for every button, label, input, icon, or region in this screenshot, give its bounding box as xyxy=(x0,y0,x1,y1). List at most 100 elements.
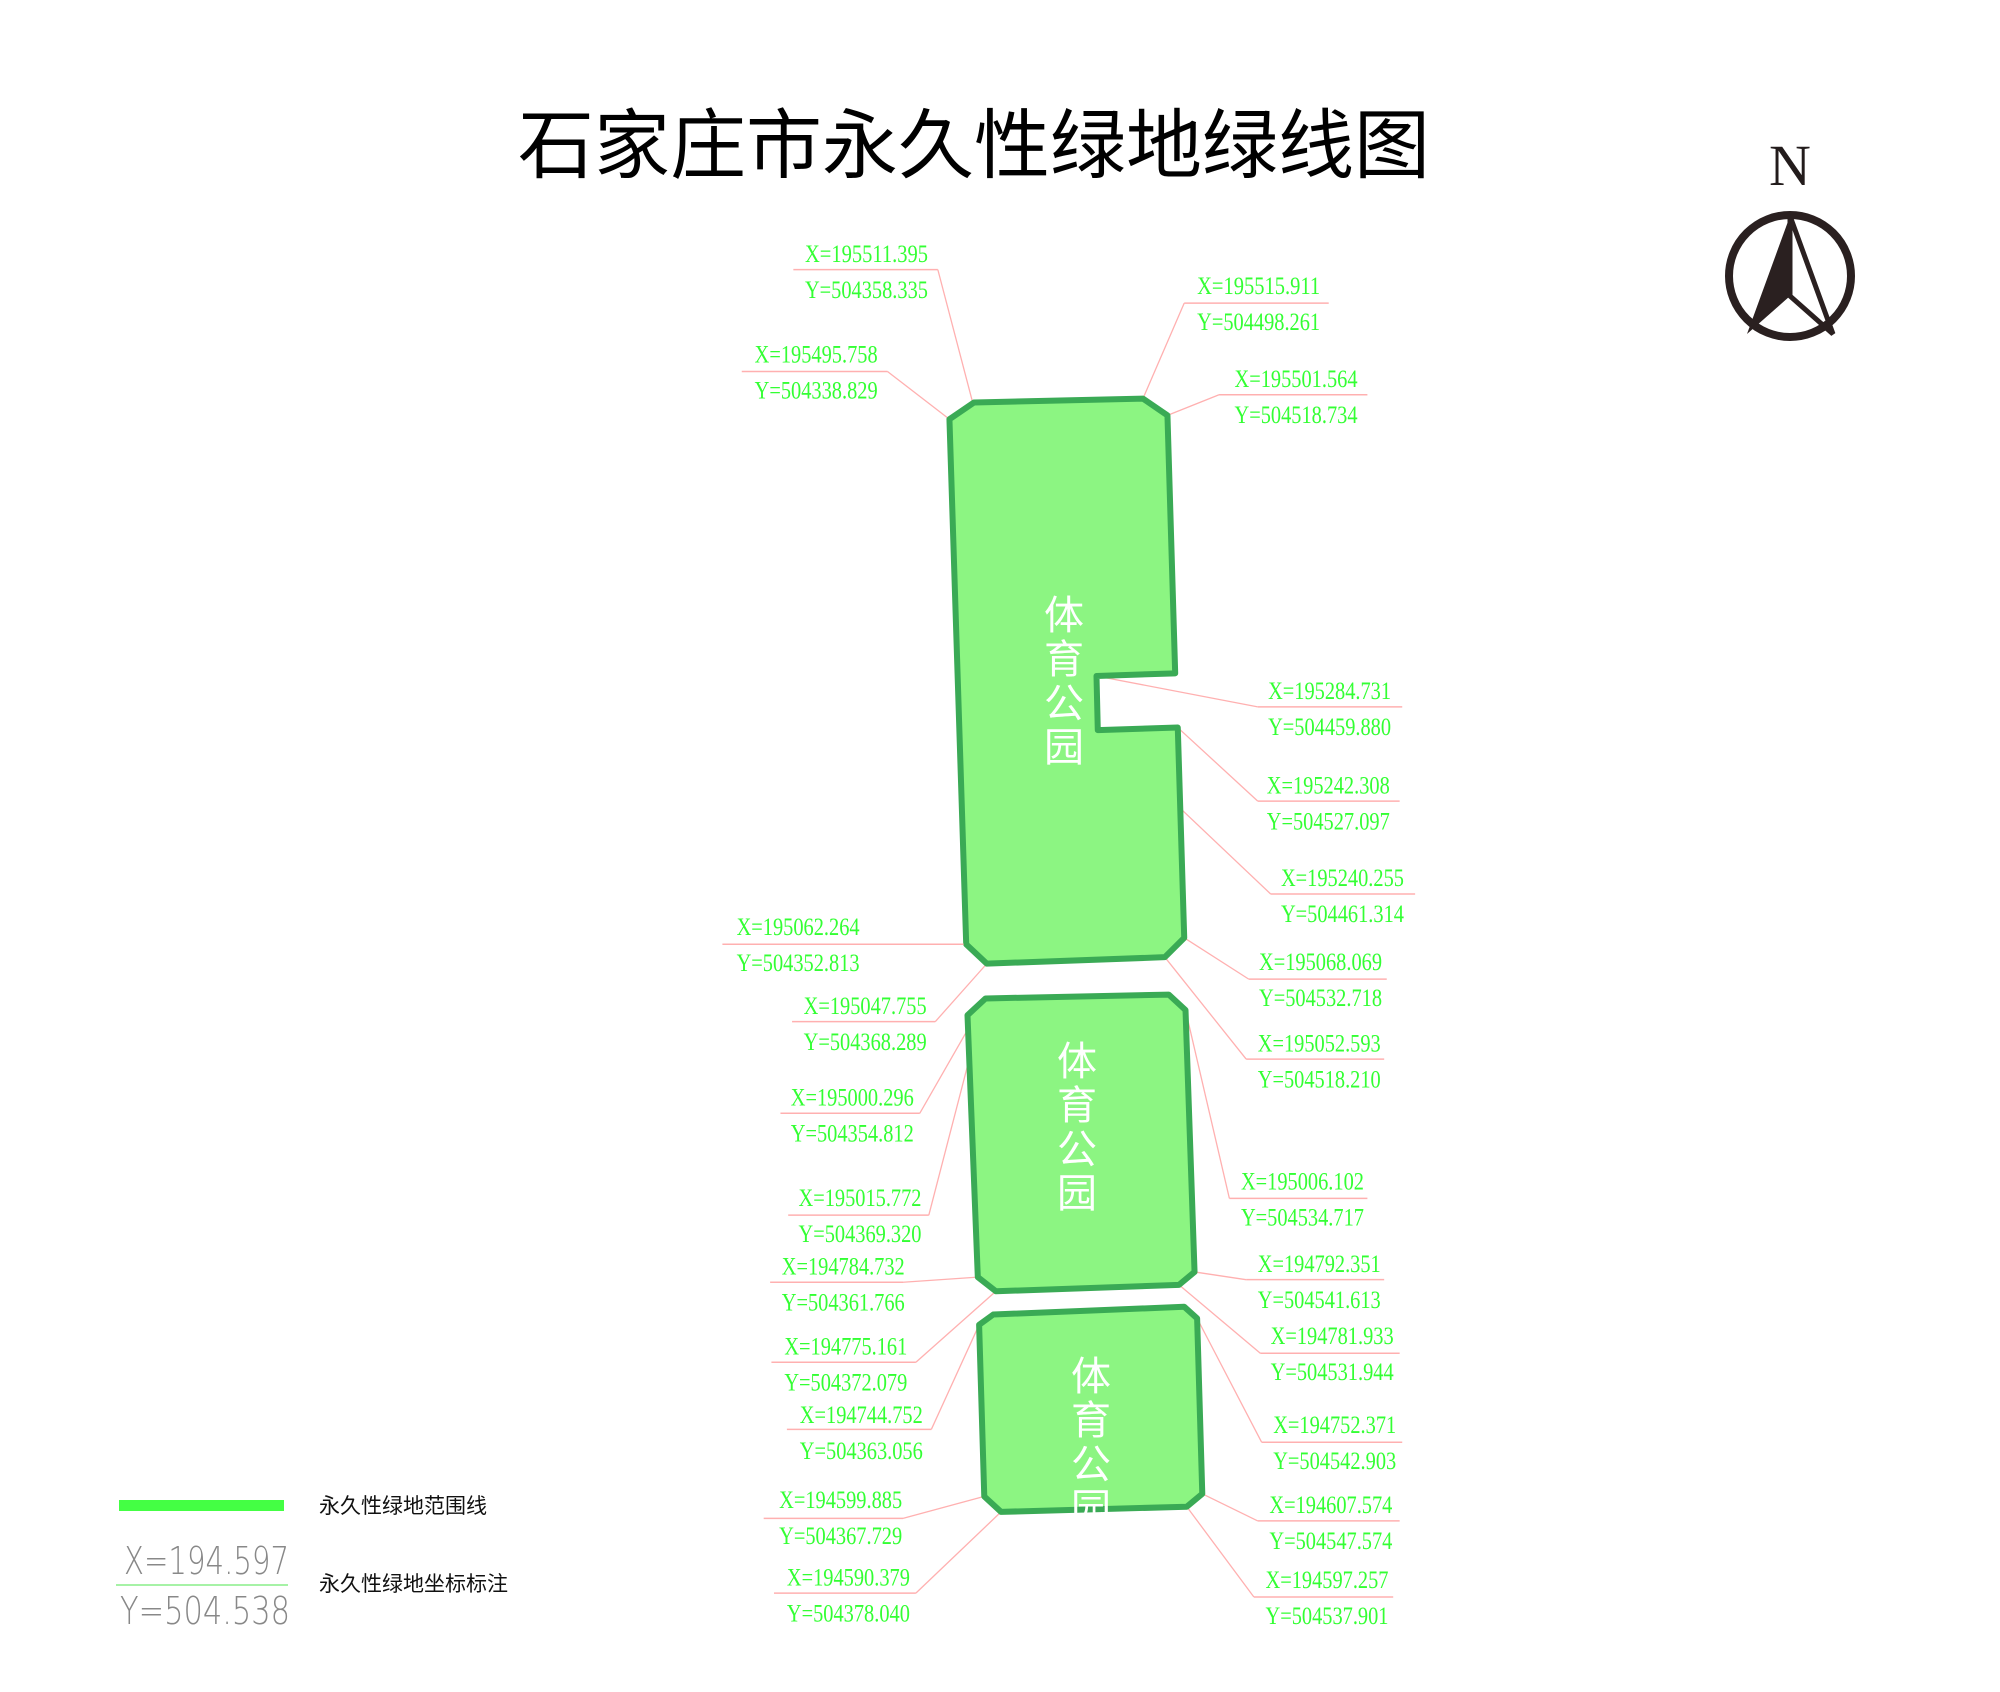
coordinate-y: Y=504541.613 xyxy=(1258,1287,1381,1314)
leader-line xyxy=(937,269,974,403)
leader-line xyxy=(930,1324,980,1430)
coordinate-x: X=194775.161 xyxy=(784,1333,907,1360)
leader-line xyxy=(934,963,988,1023)
park-boundary xyxy=(976,1303,1206,1515)
coordinate-x: X=194599.885 xyxy=(779,1487,902,1514)
coordinate-x: X=195068.069 xyxy=(1259,949,1382,976)
park-parcel[interactable] xyxy=(946,395,1188,967)
coordinate-x: X=195240.255 xyxy=(1281,865,1404,892)
coordinate-x: X=195062.264 xyxy=(737,914,860,941)
leader-line xyxy=(1184,1009,1231,1199)
coordinate-x: X=194792.351 xyxy=(1258,1251,1381,1278)
coordinate-y: Y=504367.729 xyxy=(779,1523,902,1550)
coordinate-y: Y=504498.261 xyxy=(1197,309,1320,336)
coordinate-y: Y=504518.210 xyxy=(1258,1066,1381,1093)
leader-line xyxy=(1178,1284,1261,1354)
leader-line xyxy=(1194,1271,1247,1281)
coordinate-x: X=195006.102 xyxy=(1241,1168,1364,1195)
coordinate-y: Y=504531.944 xyxy=(1271,1359,1394,1386)
legend-boundary-swatch xyxy=(119,1500,284,1511)
coordinate-y: Y=504369.320 xyxy=(799,1221,922,1248)
leader-line xyxy=(902,1495,985,1519)
coordinate-x: X=195052.593 xyxy=(1258,1030,1381,1057)
coordinate-x: X=194784.732 xyxy=(782,1253,905,1280)
legend-boundary-label: 永久性绿地范围线 xyxy=(319,1494,487,1518)
leader-line xyxy=(1196,1318,1263,1443)
coordinate-y: Y=504378.040 xyxy=(787,1600,910,1627)
coordinate-x: X=194607.574 xyxy=(1269,1492,1392,1519)
coordinate-x: X=195284.731 xyxy=(1268,678,1391,705)
coordinate-y: Y=504537.901 xyxy=(1265,1603,1388,1630)
park-parcel[interactable] xyxy=(964,991,1198,1295)
leader-line xyxy=(1167,394,1220,416)
leader-line xyxy=(915,1511,1002,1594)
legend-sample-x: X=194.597 xyxy=(124,1539,289,1583)
leader-line xyxy=(1142,302,1185,399)
legend-coord-label: 永久性绿地坐标标注 xyxy=(319,1572,508,1596)
north-arrow-light-half-icon xyxy=(1787,215,1836,336)
coordinate-x: X=194781.933 xyxy=(1271,1323,1394,1350)
leader-line xyxy=(1183,937,1250,980)
park-parcel[interactable] xyxy=(976,1303,1206,1515)
coordinate-x: X=195047.755 xyxy=(804,993,927,1020)
north-arrow-dark-half-icon xyxy=(1747,216,1790,334)
coordinate-y: Y=504518.734 xyxy=(1235,402,1358,429)
leader-line xyxy=(1201,1493,1259,1522)
coordinate-y: Y=504527.097 xyxy=(1267,808,1390,835)
coordinate-y: Y=504532.718 xyxy=(1259,985,1382,1012)
coordinate-y: Y=504547.574 xyxy=(1269,1528,1392,1555)
coordinate-x: X=195501.564 xyxy=(1235,366,1358,393)
north-label: N xyxy=(1769,133,1811,198)
coordinate-x: X=195511.395 xyxy=(805,241,928,268)
leader-line xyxy=(1096,675,1258,708)
leader-line xyxy=(1164,956,1247,1060)
leader-line xyxy=(1186,1506,1255,1598)
legend-sample-y: Y=504.538 xyxy=(120,1589,290,1633)
coordinate-y: Y=504361.766 xyxy=(782,1289,905,1316)
coordinate-y: Y=504354.812 xyxy=(791,1121,914,1148)
park-name-south: 体育公园 xyxy=(1064,1355,1110,1531)
park-boundary xyxy=(964,991,1198,1295)
coordinate-y: Y=504459.880 xyxy=(1268,714,1391,741)
park-name-middle: 体育公园 xyxy=(1050,1040,1096,1216)
map-title: 石家庄市永久性绿地绿线图 xyxy=(518,101,1430,190)
coordinate-x: X=195242.308 xyxy=(1267,772,1390,799)
coordinate-x: X=195515.911 xyxy=(1197,273,1320,300)
coordinate-x: X=194752.371 xyxy=(1273,1412,1396,1439)
coordinate-x: X=194590.379 xyxy=(787,1564,910,1591)
coordinate-y: Y=504534.717 xyxy=(1241,1204,1364,1231)
coordinate-y: Y=504372.079 xyxy=(784,1369,907,1396)
coordinate-y: Y=504461.314 xyxy=(1281,901,1404,928)
coordinate-y: Y=504542.903 xyxy=(1273,1448,1396,1475)
leader-line xyxy=(887,371,950,420)
coordinate-x: X=195495.758 xyxy=(755,341,878,368)
park-name-north: 体育公园 xyxy=(1037,594,1083,770)
coordinate-y: Y=504352.813 xyxy=(737,950,860,977)
leader-line xyxy=(1177,727,1259,802)
coordinate-x: X=194744.752 xyxy=(800,1402,923,1429)
coordinate-x: X=195015.772 xyxy=(799,1185,922,1212)
